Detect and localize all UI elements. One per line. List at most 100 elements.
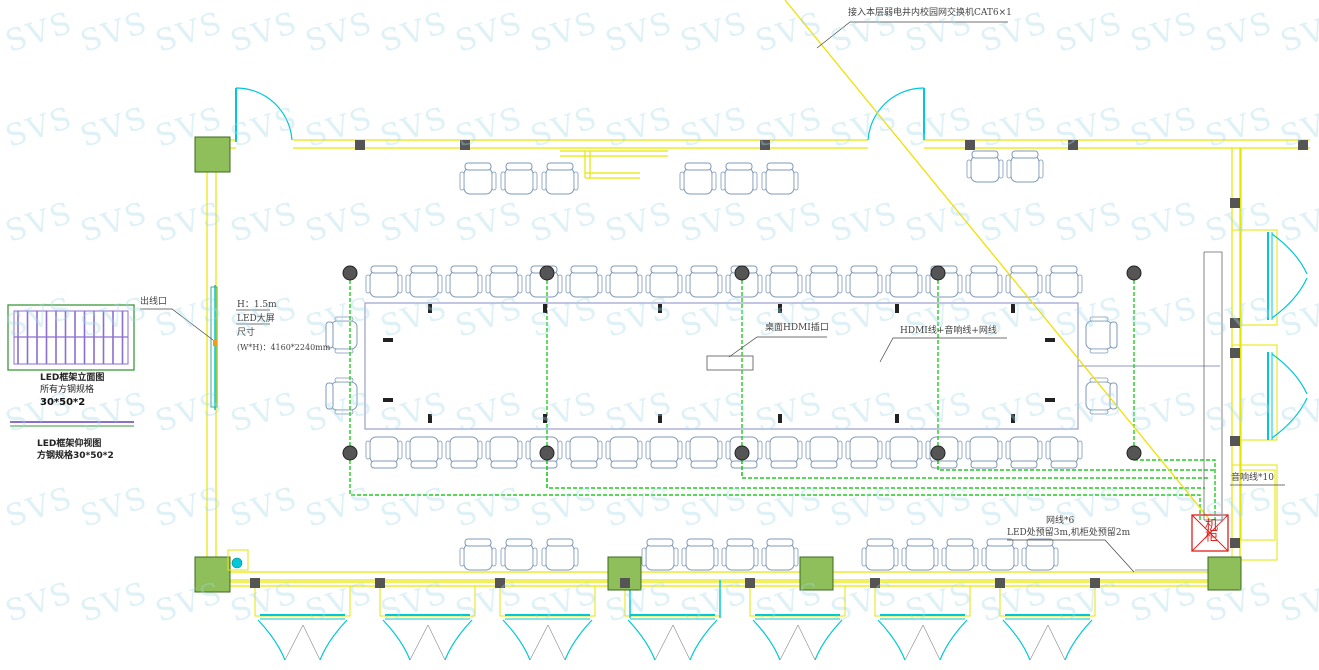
chair-seat <box>409 270 439 298</box>
chair-arm <box>685 440 691 460</box>
chair-arm <box>573 171 579 191</box>
chair-arm <box>673 547 679 567</box>
chair-seat <box>849 436 879 464</box>
chair-arm <box>365 274 371 294</box>
chair-arm <box>500 171 506 191</box>
floor-box-icon <box>706 355 754 371</box>
chair-arm <box>637 274 643 294</box>
leader-line <box>728 336 827 358</box>
door-line <box>779 624 799 661</box>
speaker-icon <box>930 265 946 281</box>
chair-seat <box>1025 543 1055 571</box>
desk-socket <box>778 304 782 313</box>
chair-seat <box>645 543 675 571</box>
chair-seat <box>969 270 999 298</box>
wall-post <box>1298 140 1308 150</box>
chair-back <box>370 265 398 274</box>
chair-icon <box>500 162 538 195</box>
port-icon <box>231 557 243 569</box>
chair-arm <box>681 547 687 567</box>
chair-icon <box>1085 316 1118 354</box>
chair-arm <box>477 274 483 294</box>
chair-arm <box>500 547 506 567</box>
chair-arm <box>445 274 451 294</box>
chair-icon <box>1085 377 1118 415</box>
chair-back <box>1010 265 1038 274</box>
chair-arm <box>334 377 354 383</box>
chair-icon <box>765 265 803 298</box>
chair-arm <box>541 547 547 567</box>
chair-seat <box>889 270 919 298</box>
leader-lines <box>140 21 1285 573</box>
chair-arm <box>491 171 497 191</box>
chair-arm <box>1037 274 1043 294</box>
chair-arm <box>797 274 803 294</box>
chair-seat <box>609 270 639 298</box>
door-line <box>672 624 691 661</box>
chair-arm <box>1077 274 1083 294</box>
door-line <box>409 624 429 661</box>
door-line <box>1029 624 1049 661</box>
cabinet-icon <box>1191 514 1229 552</box>
chair-seat <box>449 270 479 298</box>
door-line <box>904 624 924 661</box>
chair-icon <box>805 436 843 469</box>
chair-icon <box>459 162 497 195</box>
chair-back <box>890 265 918 274</box>
chair-arm <box>477 440 483 460</box>
chair-arm <box>517 440 523 460</box>
bay-frame <box>1231 464 1278 561</box>
chair-back <box>930 460 958 469</box>
chair-arm <box>597 274 603 294</box>
chair-arm <box>753 547 759 567</box>
chair-arm <box>925 274 931 294</box>
chair-arm <box>541 171 547 191</box>
chair-back <box>450 265 478 274</box>
chair-icon <box>721 538 759 571</box>
chair-arm <box>957 440 963 460</box>
leader-line <box>140 308 214 341</box>
yellow-cable <box>784 0 1211 521</box>
chair-arm <box>397 440 403 460</box>
chair-icon <box>941 538 979 571</box>
led-size-label: 尺寸 <box>237 328 256 338</box>
chair-seat <box>865 543 895 571</box>
chair-seat <box>725 543 755 571</box>
chair-seat <box>449 436 479 464</box>
green-cable <box>1133 280 1216 520</box>
chair-icon <box>645 265 683 298</box>
chair-arm <box>793 171 799 191</box>
chair-back <box>684 162 712 171</box>
net-wire-label: 网线*6 <box>1046 516 1075 526</box>
chair-arm <box>721 547 727 567</box>
chair-arm <box>397 274 403 294</box>
door-swings <box>235 87 1308 661</box>
switch-note: 接入本层弱电井内校园网交换机CAT6×1 <box>848 8 1012 18</box>
door-swing-icon <box>257 619 286 661</box>
chair-seat <box>765 167 795 195</box>
chair-arm <box>459 547 465 567</box>
chair-seat <box>489 270 519 298</box>
green-cable <box>349 280 1201 520</box>
chair-icon <box>459 538 497 571</box>
chair-arm <box>1038 159 1044 179</box>
chair-back <box>325 321 334 349</box>
chair-arm <box>752 171 758 191</box>
wall-post <box>1230 198 1240 208</box>
glass-windows <box>214 88 1273 620</box>
chair-arm <box>557 274 563 294</box>
chair-icon <box>845 436 883 469</box>
chair-seat <box>545 543 575 571</box>
chair-back <box>725 162 753 171</box>
chair-back <box>610 460 638 469</box>
chair-arm <box>1077 440 1083 460</box>
chair-back <box>770 460 798 469</box>
desk-socket <box>895 304 899 313</box>
bay-frame <box>254 585 351 617</box>
wall-post <box>965 140 975 150</box>
legend-bottom-title: LED框架仰视图 <box>37 439 102 449</box>
chair-icon <box>965 265 1003 298</box>
speaker-icon <box>342 265 358 281</box>
chair-icon <box>365 265 403 298</box>
